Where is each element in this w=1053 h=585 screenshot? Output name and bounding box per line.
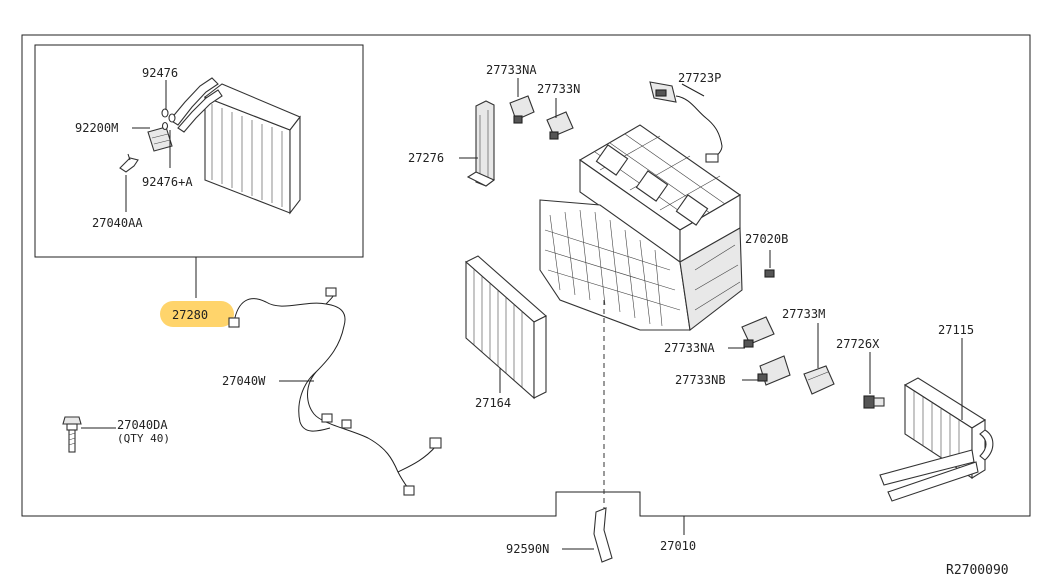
o-rings <box>161 108 176 131</box>
clip-27040AA[interactable] <box>119 153 139 173</box>
clip-27020B[interactable] <box>764 269 775 278</box>
evaporator-pipes <box>169 77 223 133</box>
label-27040DA: 27040DA <box>117 418 168 432</box>
label-27040W: 27040W <box>222 374 266 388</box>
aspirator-sensor[interactable] <box>649 81 723 163</box>
highlight-27280 <box>160 301 234 327</box>
label-27733M: 27733M <box>782 307 825 321</box>
label-27733NA-top: 27733NA <box>486 63 537 77</box>
actuator-27733NA-top[interactable] <box>509 95 535 124</box>
air-filter[interactable] <box>465 255 547 400</box>
duct-bracket[interactable] <box>466 100 496 187</box>
actuator-27733N[interactable] <box>546 111 574 140</box>
label-27726X: 27726X <box>836 337 880 351</box>
label-27115: 27115 <box>938 323 974 337</box>
heater-unit-assembly[interactable] <box>539 124 743 332</box>
label-27010: 27010 <box>660 539 696 553</box>
label-92200M: 92200M <box>75 121 118 135</box>
label-92476: 92476 <box>142 66 178 80</box>
label-27276: 27276 <box>408 151 444 165</box>
label-27040AA: 27040AA <box>92 216 143 230</box>
diagram-outer-frame <box>21 34 1031 517</box>
actuator-27733NA-mid[interactable] <box>741 316 775 348</box>
drain-hose[interactable] <box>593 507 613 563</box>
label-92476A: 92476+A <box>142 175 193 189</box>
actuator-27733NB[interactable] <box>757 355 791 386</box>
reference-code: R2700090 <box>946 563 1009 578</box>
bolt-27040DA[interactable] <box>62 416 82 453</box>
actuator-27733M[interactable] <box>803 365 835 395</box>
label-27280[interactable]: 27280 <box>172 308 208 322</box>
label-92590N: 92590N <box>506 542 549 556</box>
wiring-harness[interactable] <box>228 287 442 496</box>
evaporator-core[interactable] <box>203 83 301 215</box>
evaporator-inset-frame <box>34 44 364 258</box>
heater-core[interactable] <box>879 377 994 502</box>
expansion-valve[interactable] <box>147 126 173 152</box>
label-27733NA-mid: 27733NA <box>664 341 715 355</box>
label-27723P: 27723P <box>678 71 721 85</box>
label-qty40: (QTY 40) <box>117 432 170 445</box>
sensor-27726X[interactable] <box>863 395 885 409</box>
label-27733NB: 27733NB <box>675 373 726 387</box>
label-27164: 27164 <box>475 396 511 410</box>
label-27020B: 27020B <box>745 232 788 246</box>
label-27733N: 27733N <box>537 82 580 96</box>
